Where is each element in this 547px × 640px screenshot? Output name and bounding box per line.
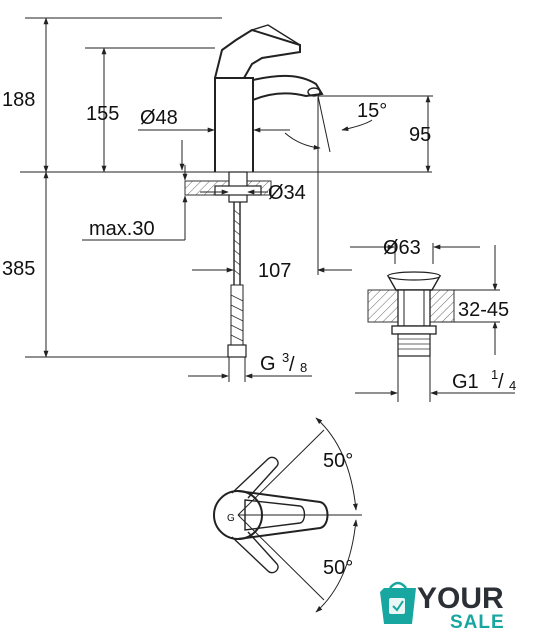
drain-valve bbox=[367, 243, 455, 402]
dim-thread-hose: G 3 / 8 bbox=[188, 350, 312, 379]
hose-lower-braid bbox=[230, 294, 244, 342]
label-hose-length: 385 bbox=[2, 258, 35, 280]
lever-rotated-up bbox=[231, 456, 279, 499]
lever-rotated-down bbox=[231, 531, 279, 574]
dim-hole-diameter: Ø34 bbox=[200, 182, 306, 204]
dim-spout-angle: 15° bbox=[284, 95, 433, 153]
label-lever-angle-bottom: 50° bbox=[323, 557, 353, 579]
label-lever-angle-top: 50° bbox=[323, 450, 353, 472]
label-hole-diameter: Ø34 bbox=[268, 182, 306, 204]
label-thread-drain-num: 1 bbox=[491, 367, 498, 382]
drain-nut bbox=[391, 325, 437, 335]
logo-line1: YOUR bbox=[417, 582, 504, 615]
dim-body-diameter: Ø48 bbox=[138, 107, 290, 171]
dim-hose-length: 385 bbox=[2, 171, 228, 358]
dim-max-thickness: max.30 bbox=[82, 165, 188, 241]
logo-line2: SALE bbox=[450, 612, 505, 633]
fraction-slash-drain: / bbox=[498, 371, 504, 393]
hose-fitting bbox=[227, 344, 247, 358]
label-thread-hose-prefix: G bbox=[260, 353, 276, 375]
label-body-diameter: Ø48 bbox=[140, 107, 178, 129]
spout-aerator bbox=[307, 87, 321, 97]
drain-tail bbox=[397, 333, 431, 357]
label-thread-hose-den: 8 bbox=[300, 360, 307, 375]
faucet-body bbox=[214, 77, 254, 172]
dim-drain-diameter: Ø63 bbox=[350, 237, 480, 259]
dim-spout-height: 95 bbox=[409, 95, 431, 173]
label-thread-drain-den: 4 bbox=[509, 378, 516, 393]
fraction-slash-hose: / bbox=[289, 354, 295, 376]
dim-lever-angle-top: 50° bbox=[315, 417, 358, 511]
dim-spout-reach: 107 bbox=[192, 96, 352, 282]
lever-top bbox=[221, 24, 301, 51]
label-drain-diameter: Ø63 bbox=[383, 237, 421, 259]
label-height-spout: 155 bbox=[86, 103, 119, 125]
label-max-thickness: max.30 bbox=[89, 218, 155, 240]
dim-lever-angle-bottom: 50° bbox=[315, 519, 358, 613]
dim-height-total: 188 bbox=[2, 17, 222, 173]
your-sale-logo: YOUR SALE bbox=[380, 581, 505, 633]
mounting-nut bbox=[214, 185, 262, 196]
hose-braid bbox=[233, 209, 241, 276]
dim-height-spout: 155 bbox=[85, 47, 215, 173]
label-spout-height: 95 bbox=[409, 124, 431, 146]
faucet-side-view bbox=[20, 24, 432, 382]
top-spout-inner bbox=[244, 499, 306, 531]
label-thread-hose-num: 3 bbox=[282, 350, 289, 365]
dim-thread-drain: G1 1 / 4 bbox=[355, 367, 516, 396]
label-drain-range: 32-45 bbox=[458, 299, 509, 321]
label-spout-reach: 107 bbox=[258, 260, 291, 282]
dim-drain-range: 32-45 bbox=[440, 245, 509, 355]
label-thread-drain-prefix: G1 bbox=[452, 371, 479, 393]
brand-mark: G bbox=[227, 513, 235, 524]
label-spout-angle: 15° bbox=[357, 100, 387, 122]
drain-body bbox=[397, 289, 431, 327]
label-height-total: 188 bbox=[2, 89, 35, 111]
